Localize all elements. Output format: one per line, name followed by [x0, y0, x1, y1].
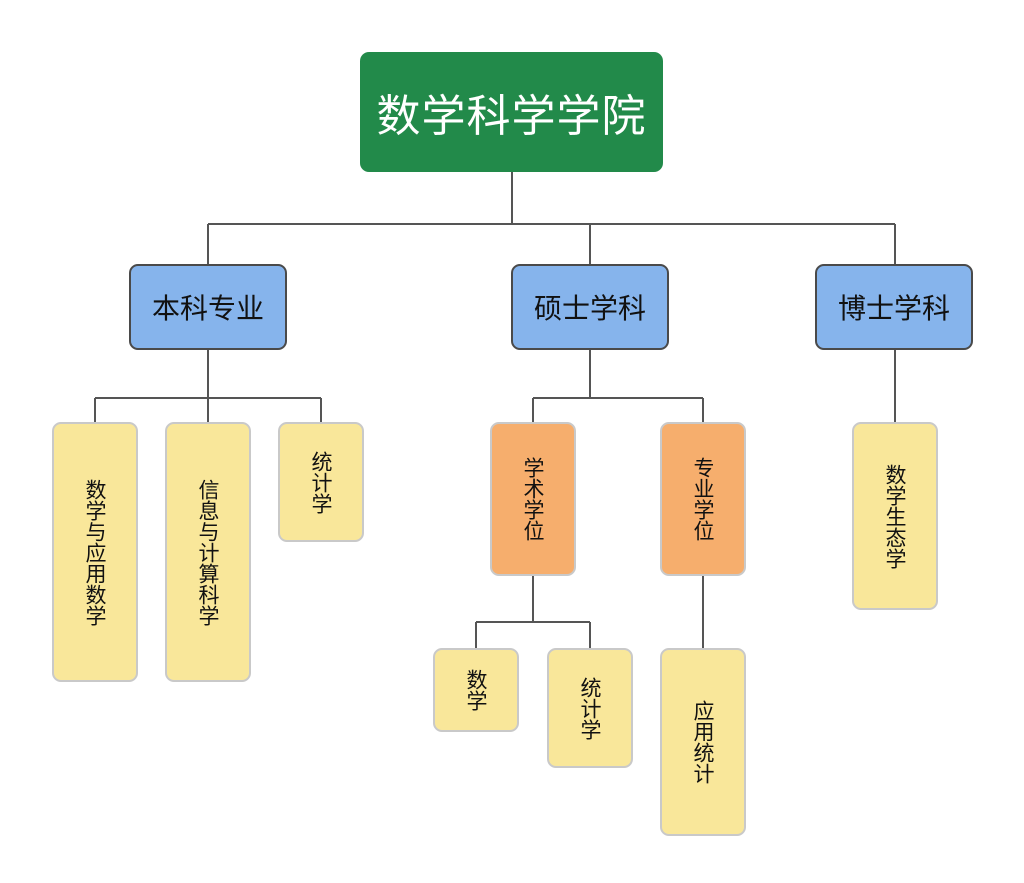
professional-applied-statistics: 应用统计 [660, 648, 746, 836]
major-info-computing: 信息与计算科学 [165, 422, 251, 682]
professional-degree-node: 专业学位 [660, 422, 746, 576]
major-math-applied: 数学与应用数学 [52, 422, 138, 682]
masters-node: 硕士学科 [511, 264, 669, 350]
academic-statistics: 统计学 [547, 648, 633, 768]
academic-math: 数学 [433, 648, 519, 732]
undergrad-node: 本科专业 [129, 264, 287, 350]
doctoral-math-ecology: 数学生态学 [852, 422, 938, 610]
root-node: 数学科学学院 [360, 52, 663, 172]
major-statistics: 统计学 [278, 422, 364, 542]
academic-degree-node: 学术学位 [490, 422, 576, 576]
doctoral-node: 博士学科 [815, 264, 973, 350]
